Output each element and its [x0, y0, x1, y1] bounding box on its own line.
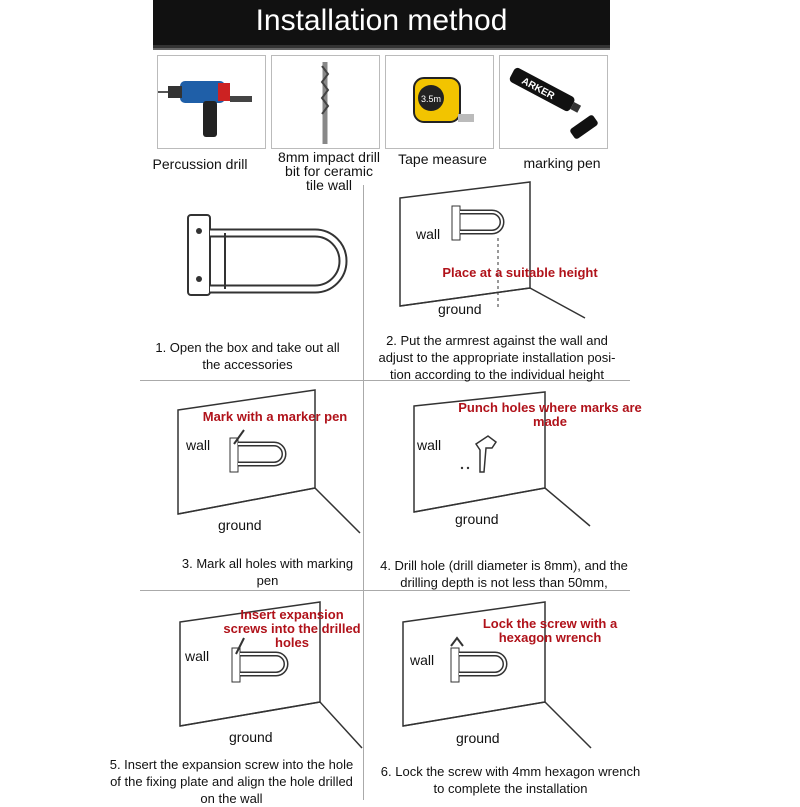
step5-caption: 5. Insert the expansion screw into the h… [109, 757, 354, 806]
ground-label: ground [438, 301, 482, 317]
wall-label: wall [186, 437, 211, 453]
step3-scene [177, 389, 361, 534]
wall-label: wall [417, 437, 442, 453]
step4-note: Punch holes where marks are made [458, 400, 642, 429]
step2-note: Place at a suitable height [442, 265, 598, 280]
title-banner: Installation method [153, 0, 610, 48]
grab-bar-illustration [187, 214, 348, 296]
step2-scene [399, 181, 586, 319]
step4-caption: 4. Drill hole (drill diameter is 8mm), a… [380, 558, 628, 590]
ground-label: ground [455, 511, 499, 527]
tool-image-percussion-drill [157, 55, 266, 149]
row-divider-1 [140, 380, 630, 381]
page-title: Installation method [255, 4, 508, 37]
wall-label: wall [185, 648, 210, 664]
tool-label-tape-measure: Tape measure [398, 151, 487, 167]
tool-label-drill-bit: 8mm impact drill bit for ceramic tile wa… [278, 149, 380, 193]
tape-measure-icon: 3.5m [413, 77, 474, 123]
tool-image-tape-measure: 3.5m [385, 55, 494, 149]
tool-image-marker-pen: ARKER [499, 55, 608, 149]
tool-label-percussion-drill: Percussion drill [152, 156, 248, 172]
tool-image-drill-bit [271, 55, 380, 149]
step6-scene [402, 601, 592, 749]
step6-note: Lock the screw with a hexagon wrench [482, 616, 618, 645]
step1-caption: 1. Open the box and take out all the acc… [155, 340, 340, 372]
wall-label: wall [416, 226, 441, 242]
step3-note: Mark with a marker pen [202, 409, 348, 424]
marker-pen-icon: ARKER [509, 67, 598, 139]
row-divider-2 [140, 590, 630, 591]
step3-caption: 3. Mark all holes with marking pen [181, 556, 354, 588]
tape-label: 3.5m [421, 94, 441, 104]
drill-bit-icon [320, 62, 330, 144]
wall-label: wall [410, 652, 435, 668]
ground-label: ground [218, 517, 262, 533]
tool-label-marker-pen: marking pen [523, 155, 601, 171]
step5-note: Insert expansion screws into the drilled… [223, 607, 361, 650]
step2-caption: 2. Put the armrest against the wall and … [378, 333, 616, 382]
vertical-divider [363, 185, 364, 800]
step6-caption: 6. Lock the screw with 4mm hexagon wrenc… [380, 764, 641, 796]
step4-scene [413, 391, 591, 527]
percussion-drill-icon [158, 81, 252, 137]
ground-label: ground [456, 730, 500, 746]
step5-scene [179, 601, 363, 749]
ground-label: ground [229, 729, 273, 745]
